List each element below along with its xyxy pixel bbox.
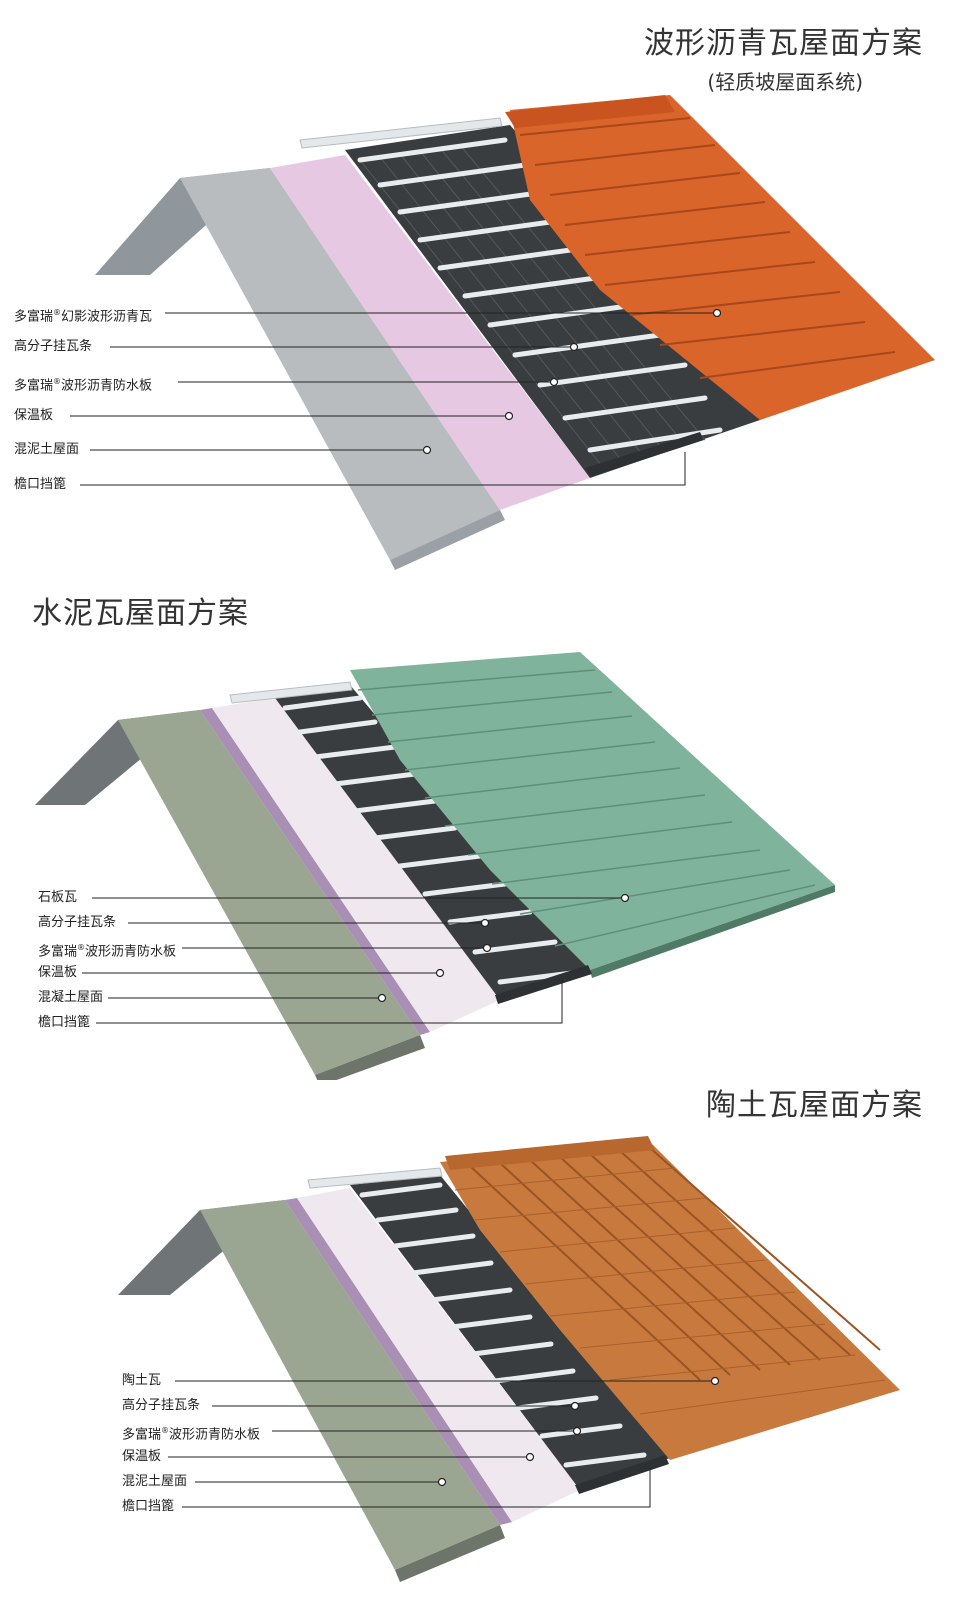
ridge-rail xyxy=(299,117,503,149)
section-cement-roof: 水泥瓦屋面方案 xyxy=(0,570,963,1080)
label-batten: 高分子挂瓦条 xyxy=(122,1398,201,1413)
label-insulation: 保温板 xyxy=(122,1449,162,1464)
label-slate-tile: 石板瓦 xyxy=(38,890,78,905)
label-eave-guard: 檐口挡篦 xyxy=(38,1015,91,1030)
roof-diagram xyxy=(35,652,835,1080)
clay-tile-layer xyxy=(440,1142,900,1460)
label-insulation: 保温板 xyxy=(14,408,54,423)
concrete-edge xyxy=(390,510,505,570)
label-asphalt-tile: 多富瑞®幻影波形沥青瓦 xyxy=(14,308,153,325)
leader-lines xyxy=(168,1380,713,1508)
battens xyxy=(357,137,723,453)
insulation-layer xyxy=(270,155,590,510)
section-title: 陶土瓦屋面方案 xyxy=(706,1088,923,1123)
tile-layer xyxy=(510,95,935,420)
section-clay-roof: 陶土瓦屋面方案 xyxy=(0,1080,963,1619)
roof-diagram xyxy=(70,95,935,570)
eave-guard xyxy=(495,965,592,1004)
section-title: 水泥瓦屋面方案 xyxy=(32,596,249,631)
ridge-rail xyxy=(307,1167,443,1189)
clay-tile-ridges xyxy=(469,1147,881,1381)
leader-lines xyxy=(82,897,623,1024)
concrete-edge xyxy=(315,1035,425,1080)
label-underlay: 多富瑞®波形沥青防水板 xyxy=(122,1426,261,1443)
label-underlay: 多富瑞®波形沥青防水板 xyxy=(14,377,153,394)
label-eave-guard: 檐口挡篦 xyxy=(122,1499,175,1514)
concrete-layer xyxy=(118,710,420,1075)
ridge-rail xyxy=(229,681,353,704)
slate-tile-edge xyxy=(590,885,835,978)
tile-ridges xyxy=(519,117,896,379)
label-underlay: 多富瑞®波形沥青防水板 xyxy=(38,943,177,960)
insulation-edge xyxy=(285,1198,512,1525)
label-insulation: 保温板 xyxy=(38,965,78,980)
underlay-layer xyxy=(345,125,760,478)
slate-tile-rows xyxy=(357,669,816,947)
leader-dots xyxy=(422,308,722,455)
label-concrete: 混泥土屋面 xyxy=(122,1474,188,1489)
section-subtitle: (轻质坡屋面系统) xyxy=(707,70,863,94)
concrete-layer xyxy=(180,168,500,560)
label-concrete: 混凝土屋面 xyxy=(38,990,104,1005)
label-batten: 高分子挂瓦条 xyxy=(38,915,117,930)
ridge-cap xyxy=(505,95,675,128)
roof-diagram xyxy=(118,1136,900,1582)
concrete-layer xyxy=(200,1200,500,1570)
leader-dots xyxy=(377,893,630,1003)
leader-dots xyxy=(437,1376,720,1487)
section-title: 波形沥青瓦屋面方案 xyxy=(644,26,923,61)
section-asphalt-roof: 波形沥青瓦屋面方案 (轻质坡屋面系统) xyxy=(0,0,963,570)
underlay-layer xyxy=(350,1175,670,1490)
leader-lines xyxy=(70,312,715,486)
slate-tile-layer xyxy=(350,652,835,970)
label-batten: 高分子挂瓦条 xyxy=(14,339,93,354)
underlay-layer xyxy=(275,685,590,1000)
eave-guard xyxy=(575,1455,669,1494)
insulation-layer xyxy=(297,1188,580,1522)
insulation-edge xyxy=(200,708,430,1035)
clay-tile-rows xyxy=(454,1167,886,1415)
label-concrete: 混泥土屋面 xyxy=(14,442,80,457)
concrete-edge xyxy=(395,1525,505,1582)
label-clay-tile: 陶土瓦 xyxy=(122,1373,162,1388)
eave-guard xyxy=(585,432,704,477)
ridge-cap xyxy=(445,1136,655,1170)
label-eave-guard: 檐口挡篦 xyxy=(14,477,67,492)
